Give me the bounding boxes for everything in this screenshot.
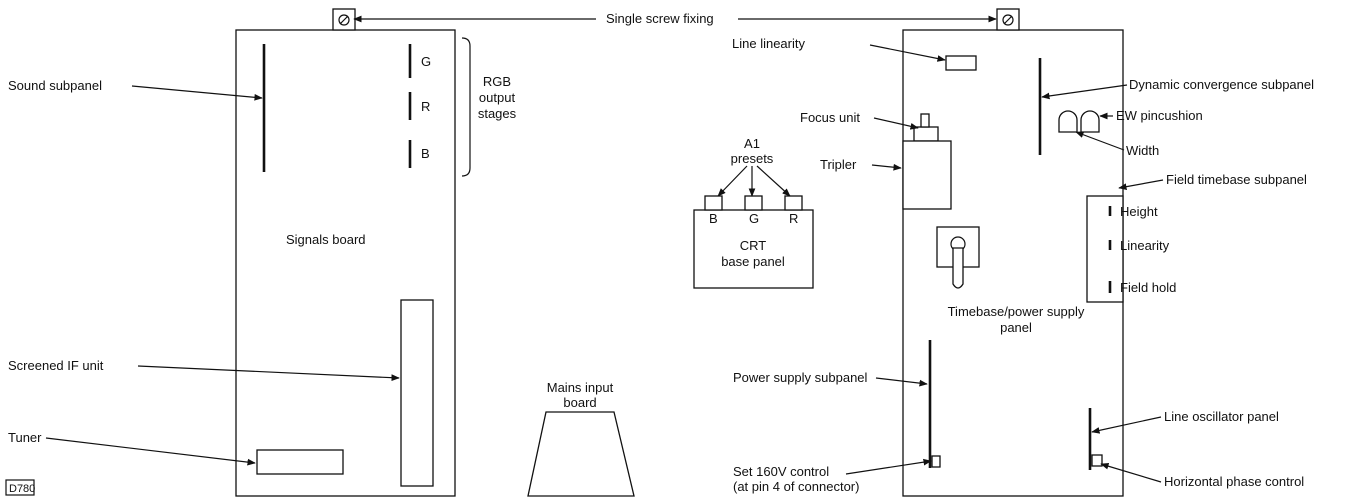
screened-if-leader [137, 365, 400, 382]
rgb-output-label-1: RGB [483, 74, 511, 89]
screened-if-label: Screened IF unit [8, 358, 104, 373]
figure-id-frame [5, 479, 35, 496]
horizontal-phase-label: Horizontal phase control [1164, 474, 1304, 489]
field-timebase-subpanel-box [1086, 195, 1124, 303]
tuner-leader [45, 437, 256, 466]
set-160v-control [931, 455, 941, 468]
dynamic-convergence-leader [1041, 84, 1128, 100]
preset-b-label: B [709, 211, 718, 226]
figure-id-label: D780 [9, 483, 35, 495]
screw-icon-left [338, 14, 350, 26]
field-hold-label: Field hold [1120, 280, 1176, 295]
a1-leader-b [717, 165, 748, 197]
line-oscillator-label: Line oscillator panel [1164, 409, 1279, 424]
set-160v-label-1: Set 160V control [733, 464, 829, 479]
height-label: Height [1120, 204, 1158, 219]
power-supply-leader [875, 377, 928, 387]
tripler-leader [871, 163, 902, 171]
mains-input-board-shape [527, 411, 635, 497]
ew-pincushion-label: EW pincushion [1116, 108, 1203, 123]
tuner-label: Tuner [8, 430, 42, 445]
single-screw-fixing-label: Single screw fixing [606, 11, 714, 26]
sound-subpanel-leader [131, 85, 263, 101]
focus-unit-knob [920, 113, 930, 128]
focus-unit-box [913, 126, 939, 142]
a1-leader-r [756, 165, 791, 197]
a1-preset-g [744, 195, 763, 211]
rgb-bracket [461, 37, 471, 177]
field-timebase-label: Field timebase subpanel [1166, 172, 1307, 187]
ew-pincushion-preset-icon [1080, 110, 1100, 133]
mains-input-label-2: board [563, 395, 596, 410]
crt-base-label-2: base panel [721, 254, 785, 269]
horizontal-phase-leader [1100, 462, 1162, 483]
rgb-b-label: B [421, 146, 430, 161]
timebase-panel-label-2: panel [1000, 320, 1032, 335]
focus-unit-label: Focus unit [800, 110, 860, 125]
focus-unit-leader [873, 117, 919, 130]
dynamic-convergence-label: Dynamic convergence subpanel [1129, 77, 1314, 92]
tuner-box [256, 449, 344, 475]
a1-presets-label-2: presets [731, 151, 774, 166]
sound-subpanel-label: Sound subpanel [8, 78, 102, 93]
horizontal-phase-control [1091, 454, 1103, 467]
rgb-g-label: G [421, 54, 431, 69]
crt-socket-lead [952, 247, 964, 289]
tripler-label: Tripler [820, 157, 857, 172]
width-label: Width [1126, 143, 1159, 158]
power-supply-subpanel-label: Power supply subpanel [733, 370, 868, 385]
set-160v-leader [845, 458, 932, 475]
signals-board-label: Signals board [286, 232, 366, 247]
tripler-box [902, 140, 952, 210]
crt-base-panel-box [693, 209, 814, 289]
rgb-r-label: R [421, 99, 430, 114]
line-linearity-box [945, 55, 977, 71]
line-linearity-label: Line linearity [732, 36, 805, 51]
preset-r-label: R [789, 211, 798, 226]
linearity-label: Linearity [1120, 238, 1170, 253]
width-leader [1075, 131, 1125, 151]
mains-input-label-1: Mains input [547, 380, 614, 395]
line-linearity-leader [869, 44, 946, 62]
screw-icon-right [1002, 14, 1014, 26]
a1-presets-label-1: A1 [744, 136, 760, 151]
screened-if-unit-box [400, 299, 434, 487]
set-160v-label-2: (at pin 4 of connector) [733, 479, 859, 494]
line-oscillator-leader [1091, 416, 1162, 434]
rgb-output-label-3: stages [478, 106, 517, 121]
timebase-panel-label-1: Timebase/power supply [948, 304, 1085, 319]
a1-preset-b [704, 195, 723, 211]
crt-base-label-1: CRT [740, 238, 767, 253]
field-timebase-leader [1118, 179, 1164, 190]
rgb-output-label-2: output [479, 90, 516, 105]
a1-preset-r [784, 195, 803, 211]
preset-g-label: G [749, 211, 759, 226]
width-preset-icon [1058, 110, 1078, 133]
